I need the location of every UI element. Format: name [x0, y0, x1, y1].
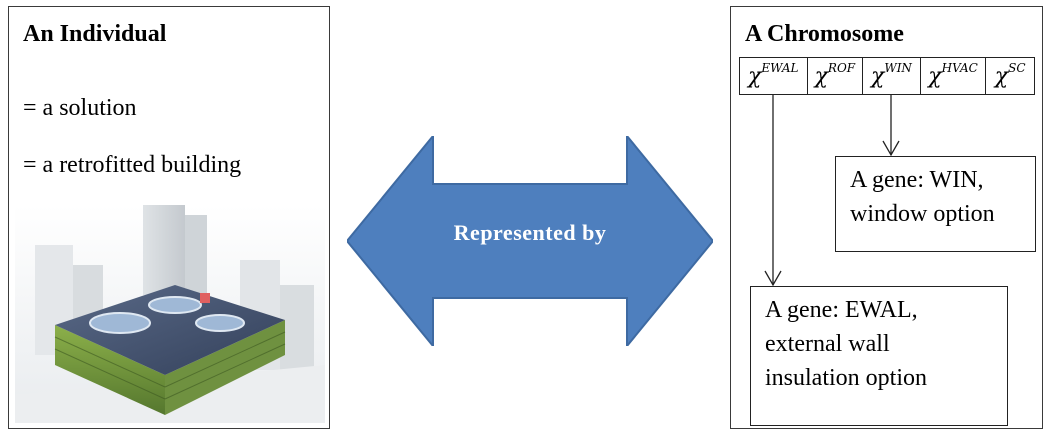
double-arrow-shape — [347, 136, 713, 346]
gene-ewal-box: A gene: EWAL, external wall insulation o… — [750, 286, 1008, 426]
retrofitted-building-image — [15, 205, 325, 423]
gene-win-title: A gene: WIN, — [850, 167, 984, 193]
individual-title: An Individual — [23, 21, 167, 47]
individual-building-text: = a retrofitted building — [23, 152, 242, 178]
gene-ewal-desc-line1: external wall — [765, 331, 890, 357]
gene-win-box: A gene: WIN, window option — [835, 156, 1036, 252]
individual-panel: An Individual = a solution = a retrofitt… — [8, 6, 330, 429]
chromosome-title: A Chromosome — [745, 21, 904, 47]
gene-ewal-desc-line2: insulation option — [765, 365, 927, 391]
individual-solution-text: = a solution — [23, 95, 137, 121]
represented-by-label: Represented by — [453, 220, 607, 245]
gene-connector-arrows — [764, 95, 900, 287]
gene-win-desc: window option — [850, 201, 995, 227]
gene-ewal-title: A gene: EWAL, — [765, 297, 918, 323]
